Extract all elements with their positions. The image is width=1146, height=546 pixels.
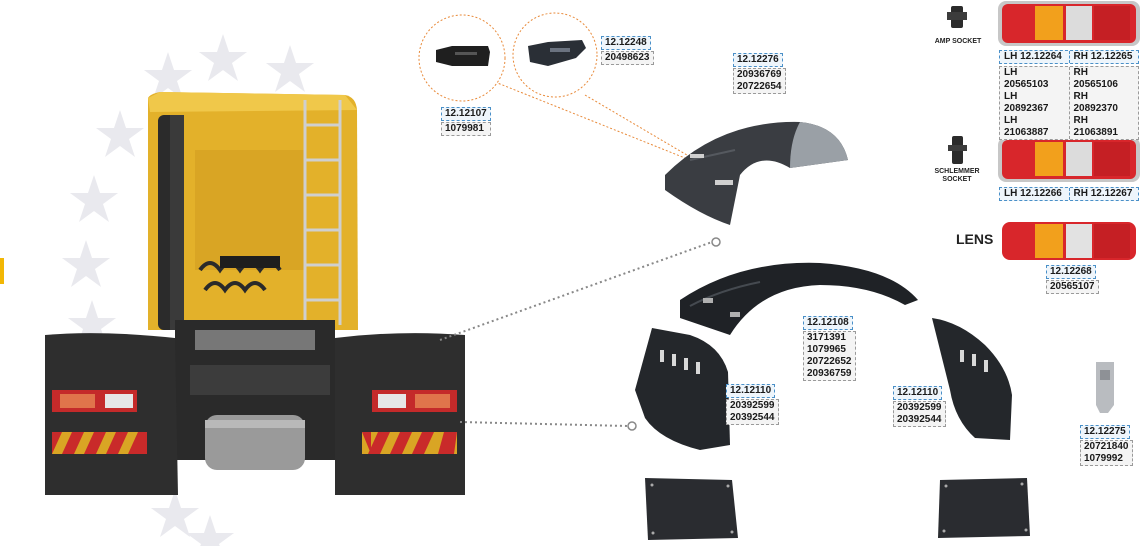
oem-line: 3171391	[807, 332, 846, 343]
schlemmer-label-line: SCHLEMMER	[934, 168, 980, 175]
tail-lamp-schlemmer-image	[998, 137, 1140, 182]
oem-line: 20936759	[807, 368, 852, 379]
lamp-schlemmer-lh-ref: LH 12.12266	[1000, 188, 1070, 200]
part-code-clip: 12.12275 20721840 1079992	[1080, 425, 1133, 466]
bracket-b-image	[512, 12, 598, 98]
truck-rear-view	[45, 92, 465, 495]
oem-line: 20722654	[737, 81, 782, 92]
oem-line: LH 20565103	[1004, 67, 1049, 90]
flap-right-image	[932, 318, 1012, 440]
flap-left-image	[635, 328, 730, 450]
schlemmer-socket-image	[948, 136, 967, 164]
oem-line: 1079992	[1084, 453, 1123, 464]
oem-line: 20392544	[897, 414, 942, 425]
oem-line: 20722652	[807, 356, 852, 367]
oem-line: 20721840	[1084, 441, 1129, 452]
bracket-a-image	[418, 14, 506, 102]
oem-line: RH 21063891	[1073, 115, 1119, 138]
pad-left-image	[645, 478, 738, 540]
lamp-amp-lh-oem: LH 20565103 LH 20892367 LH 21063887	[1000, 67, 1070, 139]
clip-image	[1096, 362, 1114, 413]
oem-line: LH 20892367	[1004, 91, 1049, 114]
oem-line: RH 20565106	[1073, 67, 1119, 90]
part-code-flap-right: 12.12110 20392599 20392544	[893, 386, 946, 427]
page-edge-marker	[0, 258, 4, 284]
tail-lamp-amp-image	[998, 1, 1140, 46]
schlemmer-socket-label: SCHLEMMER SOCKET	[928, 168, 986, 184]
part-code-flap-left: 12.12110 20392599 20392544	[726, 384, 779, 425]
star-arc-decoration	[62, 34, 314, 546]
schlemmer-label-line: SOCKET	[942, 176, 972, 183]
oem-line: 20392599	[730, 400, 775, 411]
tail-lamp-lens-image	[1002, 222, 1136, 260]
lens-label: LENS	[956, 231, 994, 247]
mudguard-top-image	[665, 121, 848, 225]
amp-socket-image	[947, 6, 967, 28]
mudguard-main-image	[680, 262, 918, 335]
leader-lines	[439, 81, 721, 431]
lamp-amp-lh-ref: LH 12.12264	[1000, 51, 1070, 63]
part-code-bracket-b: 12.12248 20498623	[601, 36, 654, 65]
amp-socket-label: AMP SOCKET	[934, 38, 982, 45]
oem-line: 1079965	[807, 344, 846, 355]
part-code-mudguard-main: 12.12108 3171391 1079965 20722652 209367…	[803, 316, 856, 381]
lamp-schlemmer-codes: LH 12.12266 RH 12.12267	[999, 187, 1139, 201]
lamp-amp-rh-oem: RH 20565106 RH 20892370 RH 21063891	[1070, 67, 1139, 139]
lamp-amp-oem-row: LH 20565103 LH 20892367 LH 21063887 RH 2…	[999, 66, 1139, 140]
lamp-schlemmer-ref-row: LH 12.12266 RH 12.12267	[999, 187, 1139, 201]
oem-line: RH 20892370	[1073, 91, 1119, 114]
oem-line: 20392599	[897, 402, 942, 413]
oem-line: 20392544	[730, 412, 775, 423]
oem-line: LH 21063887	[1004, 115, 1049, 138]
lamp-amp-rh-ref: RH 12.12265	[1073, 51, 1133, 62]
part-code-bracket-a: 12.12107 1079981	[441, 107, 491, 136]
oem-line: 20936769	[737, 69, 782, 80]
lamp-schlemmer-rh-ref: RH 12.12267	[1073, 188, 1133, 199]
lamp-amp-ref-row: LH 12.12264 RH 12.12265	[999, 50, 1139, 64]
part-code-lens: 12.12268 20565107	[1046, 265, 1099, 294]
pad-right-image	[938, 478, 1030, 538]
lamp-amp-codes: LH 12.12264 RH 12.12265 LH 20565103 LH 2…	[999, 50, 1139, 140]
part-code-mudguard-top: 12.12276 20936769 20722654	[733, 53, 786, 94]
